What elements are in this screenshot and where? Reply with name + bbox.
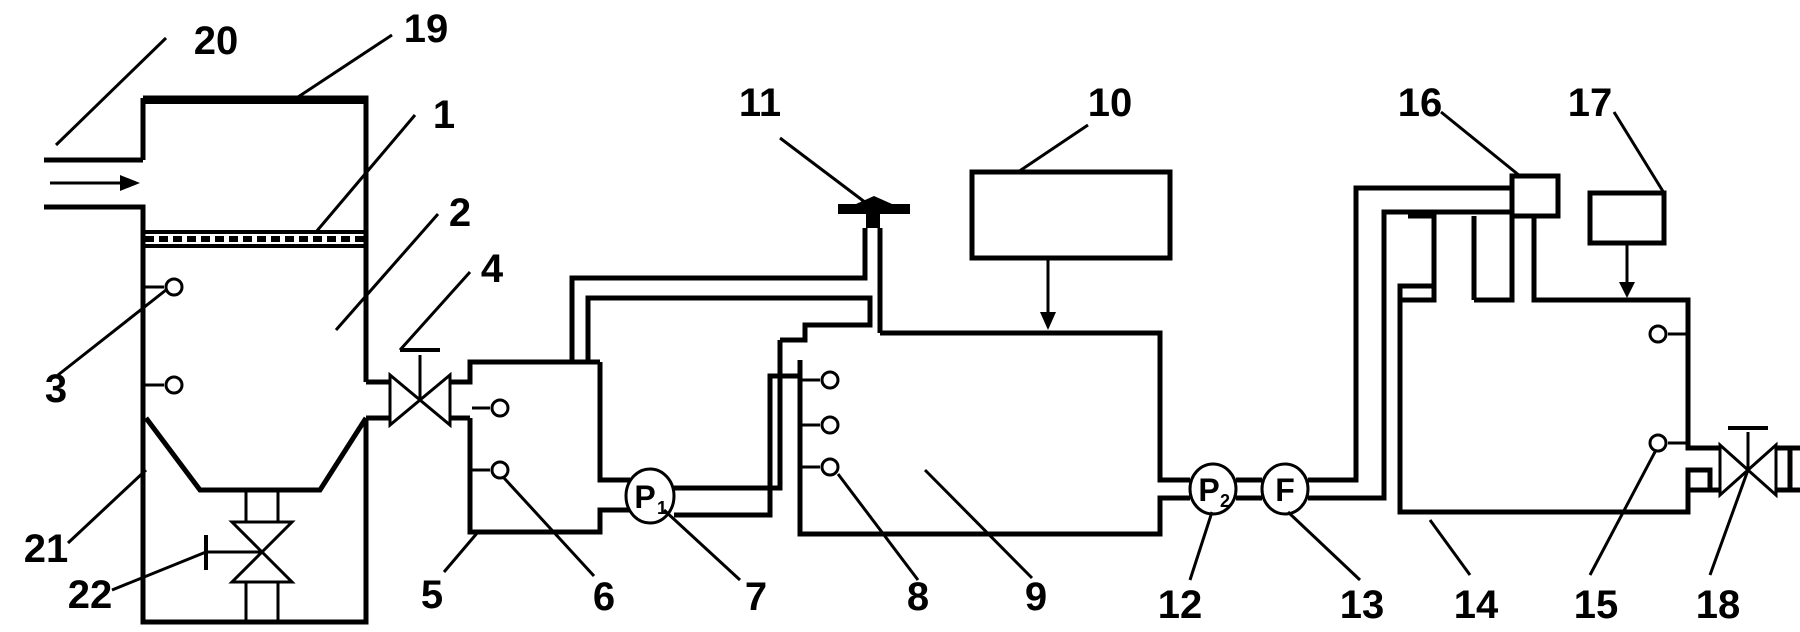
level-sensor-upper	[145, 277, 184, 297]
label-6: 6	[593, 575, 615, 619]
pipe-p2-to-f	[1236, 477, 1262, 501]
reaction-tank-9	[797, 330, 1190, 537]
label-2: 2	[449, 191, 471, 235]
label-4: 4	[481, 247, 504, 291]
sensor-8-middle	[802, 415, 840, 435]
label-20: 20	[194, 19, 239, 63]
label-16: 16	[1398, 81, 1443, 125]
label-1: 1	[433, 93, 455, 137]
sensor-housing-16	[1471, 173, 1561, 303]
label-8: 8	[907, 575, 929, 619]
vent-pipe-inner	[585, 295, 873, 365]
vessel-5	[467, 340, 630, 535]
pump-p2: P 2	[1188, 462, 1238, 516]
sensor-6	[472, 460, 510, 480]
label-7: 7	[745, 575, 767, 619]
flowmeter-letter: F	[1275, 472, 1295, 508]
vessel-5-wall	[467, 340, 630, 535]
label-14: 14	[1454, 583, 1499, 627]
sensor-8-lower	[802, 457, 840, 477]
vent-pipe-outer	[569, 228, 868, 340]
outlet-valve-4	[366, 348, 572, 429]
pipe-to-tank-14	[1308, 185, 1512, 501]
label-11: 11	[739, 81, 781, 125]
leader-lines	[54, 33, 1750, 592]
label-17: 17	[1568, 81, 1613, 125]
tank-14-inlet	[1400, 212, 1437, 303]
label-15: 15	[1574, 583, 1619, 627]
pump-p1-subscript: 1	[657, 498, 667, 518]
label-3: 3	[45, 367, 67, 411]
outlet-valve-18	[1688, 426, 1800, 499]
label-22: 22	[68, 573, 113, 617]
dosing-unit-17	[1587, 190, 1667, 298]
drain-valve	[204, 492, 296, 622]
gas-vent-11	[838, 196, 910, 228]
pump-p2-subscript: 2	[1220, 491, 1230, 511]
pump-p1-discharge	[674, 340, 803, 520]
sensor-vessel-5-upper	[472, 398, 510, 418]
pump-p1-letter: P	[634, 479, 655, 515]
pump-p1: P 1	[624, 340, 803, 525]
label-9: 9	[1025, 575, 1047, 619]
level-sensor-lower	[145, 375, 184, 395]
pump-p2-letter: P	[1198, 472, 1219, 508]
label-13: 13	[1340, 583, 1385, 627]
label-21: 21	[24, 527, 69, 571]
flowmeter-13: F	[1260, 462, 1310, 516]
level-sensor-14-upper	[1648, 324, 1686, 344]
tank-14-wall	[1397, 212, 1713, 515]
label-5: 5	[421, 573, 443, 617]
label-19: 19	[404, 7, 449, 51]
sensor-15	[1648, 433, 1686, 453]
inlet-arrow	[50, 175, 140, 191]
sensor-8-upper	[802, 370, 840, 390]
label-18: 18	[1696, 583, 1741, 627]
sensor-16-probe	[1471, 216, 1515, 303]
tank-14	[1397, 212, 1713, 515]
dosing-unit-10	[969, 169, 1173, 330]
label-12: 12	[1158, 583, 1203, 627]
callout-labels: 20 19 1 2 4 3 21 22 5 6 7 8 9 11 10 12 1…	[24, 7, 1741, 627]
label-10: 10	[1088, 81, 1133, 125]
reaction-tank-9-wall	[797, 330, 1190, 537]
settling-tank	[44, 95, 369, 625]
conical-bottom	[144, 416, 369, 493]
filter-screen	[143, 230, 366, 248]
